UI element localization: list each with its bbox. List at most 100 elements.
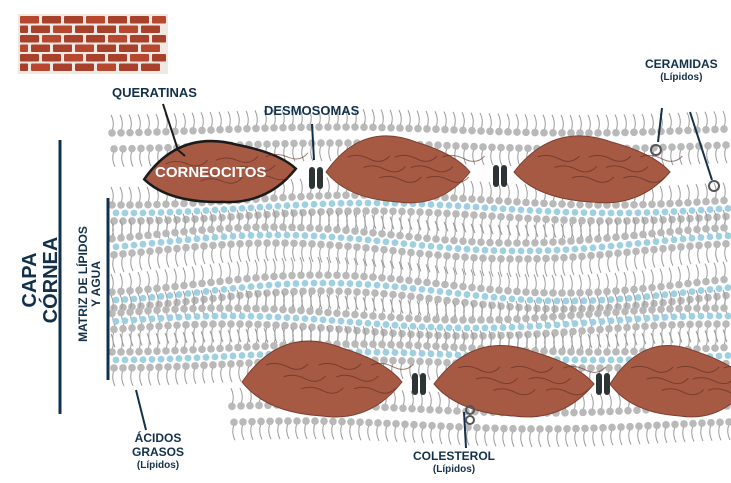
lipid-tail (192, 266, 194, 282)
lipid-head (180, 228, 188, 236)
lipid-head (459, 126, 467, 134)
lipid-tail (230, 366, 232, 382)
lipid-head (434, 141, 442, 149)
lipid-head (252, 343, 260, 351)
lipid-head (173, 363, 181, 371)
lipid-head (191, 321, 199, 329)
water-molecule (536, 207, 543, 214)
water-molecule (383, 282, 390, 289)
lipid-head (713, 320, 721, 328)
lipid-head (198, 304, 206, 312)
lipid-head (189, 305, 197, 313)
lipid-tail (149, 369, 151, 385)
lipid-tail (473, 260, 475, 276)
lipid-head (342, 272, 350, 280)
desmosome-plate (317, 167, 323, 189)
water-molecule (221, 286, 228, 293)
lipid-tail (597, 274, 599, 290)
lipid-head (435, 406, 443, 414)
lipid-head (603, 234, 611, 242)
lipid-tail (147, 114, 149, 130)
lipid-head (648, 200, 656, 208)
lipid-tail (300, 257, 302, 273)
lipid-head (594, 310, 602, 318)
lipid-head (684, 226, 692, 234)
lipid-tail (516, 273, 518, 289)
lipid-tail (129, 273, 131, 289)
lipid-head (230, 418, 238, 426)
lipid-head (704, 294, 712, 302)
lipid-tail (678, 185, 680, 201)
lipid-head (234, 304, 242, 312)
brick (97, 26, 116, 34)
lipid-head (711, 304, 719, 312)
lipid-head (659, 322, 667, 330)
lipid-head (459, 195, 467, 203)
lipid-head (596, 326, 604, 334)
water-molecule (518, 248, 525, 255)
lipid-head (344, 243, 352, 251)
label-acidos-grasos: ÁCIDOS GRASOS (Lípidos) (132, 432, 184, 471)
lipid-tail (242, 424, 244, 440)
lipid-tail (120, 187, 122, 203)
lipid-head (579, 409, 587, 417)
lipid-head (135, 201, 143, 209)
lipid-tail (539, 431, 541, 447)
lipid-head (587, 364, 595, 372)
lipid-head (675, 281, 683, 289)
lipid-tail (138, 187, 140, 203)
lipid-tail (584, 430, 586, 446)
water-molecule (581, 319, 588, 326)
lipid-tail (233, 424, 235, 440)
lipid-head (522, 199, 530, 207)
lipid-head (531, 239, 539, 247)
lipid-head (117, 288, 125, 296)
lipid-head (153, 231, 161, 239)
lipid-head (468, 284, 476, 292)
water-molecule (707, 286, 714, 293)
brick (20, 35, 39, 43)
lipid-head (500, 425, 508, 433)
lipid-head (504, 239, 512, 247)
lipid-tail (642, 114, 644, 130)
lipid-tail (327, 257, 329, 273)
water-molecule (131, 242, 138, 249)
lipid-head (137, 145, 145, 153)
lipid-head (569, 253, 577, 261)
water-molecule (581, 357, 588, 364)
lipid-head (216, 304, 224, 312)
lipid-head (686, 321, 694, 329)
lipid-head (515, 214, 523, 222)
water-molecule (653, 238, 660, 245)
lipid-tail (275, 245, 277, 261)
lipid-head (720, 125, 728, 133)
brick (119, 64, 138, 72)
lipid-head (335, 242, 343, 250)
water-molecule (410, 285, 417, 292)
lipid-tail (302, 145, 304, 161)
lipid-head (452, 332, 460, 340)
lipid-tail (131, 151, 133, 167)
brick (64, 54, 83, 62)
lipid-tail (210, 112, 212, 128)
lipid-head (117, 129, 125, 137)
water-molecule (266, 282, 273, 289)
lipid-head (218, 294, 226, 302)
lipid-head (371, 245, 379, 253)
lipid-head (405, 341, 413, 349)
lipid-tail (185, 250, 187, 266)
lipid-head (261, 273, 269, 281)
lipid-tail (240, 388, 242, 404)
lipid-head (549, 289, 557, 297)
lipid-head (470, 211, 478, 219)
lipid-head (407, 330, 415, 338)
lipid-tail (705, 184, 707, 200)
water-molecule (248, 204, 255, 211)
water-molecule (599, 210, 606, 217)
lipid-tail (669, 186, 671, 202)
lipid-head (279, 223, 287, 231)
water-molecule (536, 297, 543, 304)
lipid-head (695, 320, 703, 328)
lipid-head (162, 347, 170, 355)
brick (31, 26, 50, 34)
